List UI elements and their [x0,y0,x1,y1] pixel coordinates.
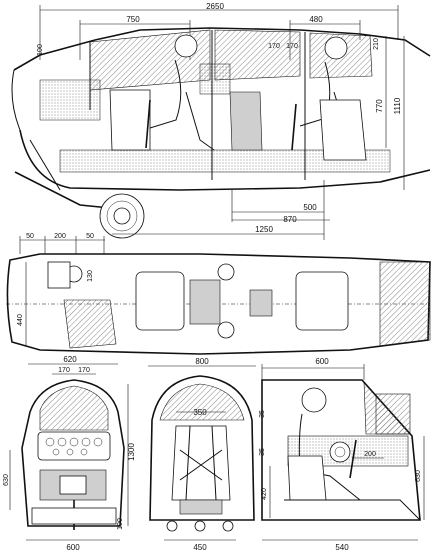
dim-cockpit-35a: 35 [259,410,266,418]
dim-cockpit-630: 630 [415,470,422,482]
dim-100-vert: 100 [37,44,44,56]
dim-plan-50a: 50 [26,233,34,240]
dim-front-cabin: 750 [126,15,140,24]
dim-cockpit-600: 600 [315,357,329,366]
dim-plan-130: 130 [87,270,94,282]
dim-210-vert: 210 [373,38,380,50]
dim-cockpit-35b: 35 [259,448,266,456]
dim-rear-cabin: 480 [309,15,323,24]
dim-front-170b: 170 [78,367,90,374]
dim-front-600: 600 [66,543,80,552]
dim-1110-vert: 1110 [393,97,402,114]
side-view: 2650 750 480 100 170 170 210 770 1110 [11,2,431,240]
dim-cockpit-540: 540 [335,543,349,552]
cockpit-detail-view: 600 35 35 420 200 630 540 [259,357,425,552]
dim-front-170a: 170 [58,367,70,374]
dim-rear-450: 450 [193,543,207,552]
dim-cockpit-200: 200 [364,451,376,458]
dim-front-630: 630 [3,474,10,486]
dim-770-vert: 770 [375,99,384,113]
dim-front-620: 620 [63,355,77,364]
dim-cockpit-420: 420 [261,488,268,500]
dim-plan-440: 440 [17,314,24,326]
dim-1250: 1250 [255,225,273,234]
plan-view: 50 200 50 130 440 [6,233,431,355]
dim-plan-200: 200 [54,233,66,240]
dim-plan-50b: 50 [86,233,94,240]
dim-total-length: 2650 [206,2,224,11]
dim-rear-350: 350 [193,408,207,417]
dim-rear-800: 800 [195,357,209,366]
dim-front-1300: 1300 [127,443,136,461]
dim-870: 870 [283,215,297,224]
rear-section: 800 350 450 [148,357,256,552]
dim-500: 500 [303,203,317,212]
dim-front-100: 100 [117,518,124,530]
front-section: 620 170 170 1300 630 100 600 [3,355,136,552]
